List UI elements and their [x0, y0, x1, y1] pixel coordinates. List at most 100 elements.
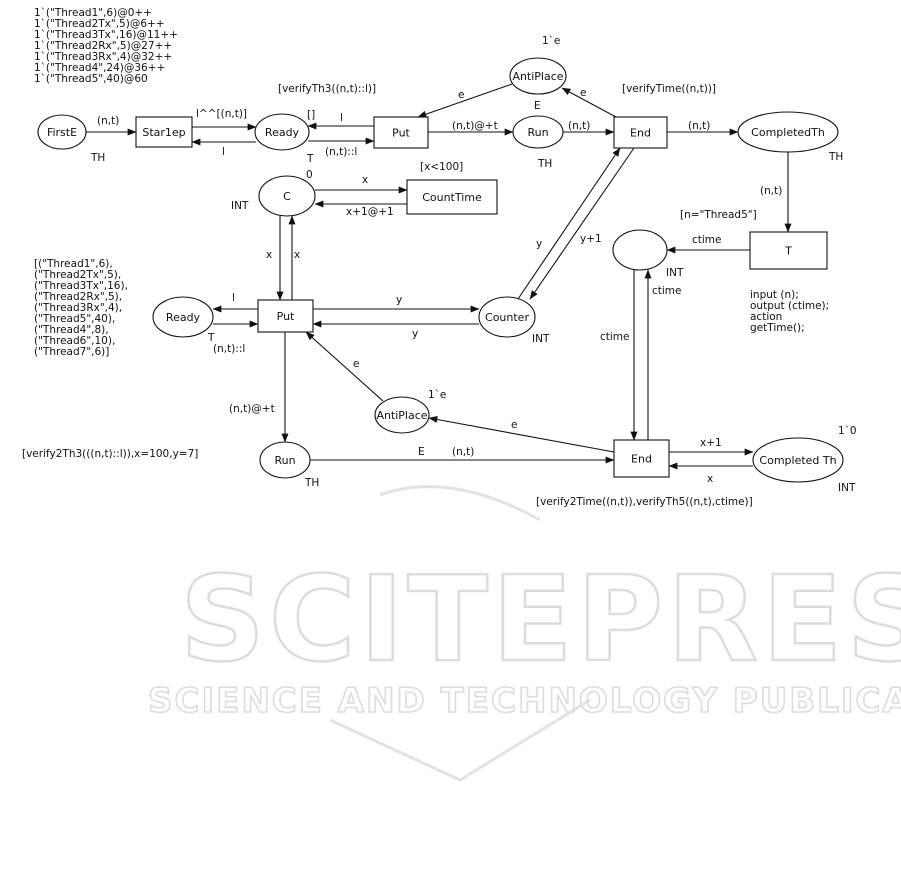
- text-line: output (ctime);: [750, 300, 829, 312]
- text-line: ("Thread6",10),: [34, 335, 115, 347]
- transition-shape: [749, 231, 828, 270]
- arc-end2-antiplace2: [428, 416, 615, 453]
- inscription-label: (n,t): [97, 115, 119, 127]
- place-label: Run: [274, 454, 295, 467]
- transition-shape: [135, 116, 193, 148]
- inscription-label: INT: [838, 482, 856, 494]
- inscription-label: TH: [304, 477, 319, 489]
- place-shape: [478, 296, 536, 338]
- inscription-label: 1`e: [542, 35, 560, 47]
- inscription-label: x: [266, 249, 272, 261]
- place-antiplace1: AntiPlace: [509, 57, 567, 95]
- inscription-label: [n="Thread5"]: [680, 209, 757, 221]
- arc-end-antiplace: [561, 87, 617, 118]
- place-label: C: [283, 190, 291, 203]
- place-shape: [258, 175, 316, 217]
- transition-label: CountTime: [422, 191, 482, 204]
- text-line: 1`("Thread1",6)@0++: [34, 7, 152, 19]
- place-c: C: [258, 175, 316, 217]
- transition-label: End: [631, 453, 652, 466]
- place-ctime-place: [612, 229, 668, 271]
- place-shape: [509, 57, 567, 95]
- transition-shape: [257, 299, 314, 333]
- place-shape: [612, 229, 668, 271]
- text-line: getTime();: [750, 322, 805, 334]
- inscription-label: (n,t)@+t: [229, 403, 275, 415]
- inscription-label: (n,t): [760, 185, 782, 197]
- text-line: 1`("Thread5",40)@60: [34, 73, 148, 85]
- place-label: Ready: [265, 126, 300, 139]
- inscription-label: [verify2Time((n,t)),verifyTh5((n,t),ctim…: [536, 496, 753, 508]
- text-line: 1`("Thread3Rx",4)@32++: [34, 51, 172, 63]
- inscription-label: 1`0: [838, 425, 857, 437]
- place-label: Ready: [166, 311, 201, 324]
- inscription-label: []: [307, 109, 315, 121]
- text-line: [("Thread1",6),: [34, 258, 113, 270]
- transition-label: Put: [277, 310, 295, 323]
- inscription-label: x+1: [700, 437, 722, 449]
- arc-counter-end: [517, 147, 621, 300]
- inscription-label: (n,t): [688, 120, 710, 132]
- inscription-label: ctime: [652, 285, 682, 297]
- inscription-label: l: [222, 146, 225, 158]
- inscription-label: x: [362, 174, 368, 186]
- place-run2: Run: [259, 441, 311, 479]
- initial-marking: 1`("Thread1",6)@0++1`("Thread2Tx",5)@6++…: [34, 7, 178, 85]
- place-shape: [737, 111, 839, 153]
- place-label: Completed Th: [759, 454, 836, 467]
- inscription-label: E: [534, 100, 541, 112]
- inscription-label: E: [418, 446, 425, 458]
- transition-shape: [613, 116, 668, 149]
- inscription-label: x: [294, 249, 300, 261]
- place-label: AntiPlace: [512, 70, 563, 83]
- transition-label: End: [630, 127, 651, 140]
- inscription-label: l: [340, 112, 343, 124]
- transition-put1: Put: [373, 116, 429, 149]
- place-shape: [374, 396, 430, 434]
- arc-antiplace2-put2: [305, 331, 384, 402]
- text-line: ("Thread2Rx",5),: [34, 291, 122, 303]
- text-line: 1`("Thread2Tx",5)@6++: [34, 18, 165, 30]
- text-line: ("Thread2Tx",5),: [34, 269, 121, 281]
- place-label: Counter: [485, 311, 529, 324]
- place-ready2: Ready: [152, 296, 214, 338]
- inscription-label: x+1@+1: [346, 206, 394, 218]
- place-shape: [259, 441, 311, 479]
- inscription-label: TH: [828, 151, 843, 163]
- place-shape: [752, 437, 844, 483]
- place-label: FirstE: [47, 126, 77, 139]
- place-ready1: Ready: [254, 113, 310, 151]
- inscription-label: INT: [231, 200, 249, 212]
- text-line: ("Thread3Tx",16),: [34, 280, 128, 292]
- inscription-label: (n,t): [568, 120, 590, 132]
- place-shape: [152, 296, 214, 338]
- inscription-label: y: [396, 294, 402, 306]
- text-line: 1`("Thread2Rx",5)@27++: [34, 40, 172, 52]
- text-line: 1`("Thread4",24)@36++: [34, 62, 165, 74]
- place-antiplace2: AntiPlace: [374, 396, 430, 434]
- transition-end2: End: [613, 439, 670, 478]
- inscription-label: y+1: [580, 233, 602, 245]
- inscription-label: T: [207, 332, 215, 344]
- inscription-label: e: [511, 419, 517, 431]
- place-label: Run: [527, 126, 548, 139]
- arc-labels: (n,t)THl^^[(n,t)]l[verifyTh3((n,t)::l)][…: [22, 35, 857, 508]
- inscription-label: e: [458, 89, 464, 101]
- transition-put2: Put: [257, 299, 314, 333]
- place-completedth2: Completed Th: [752, 437, 844, 483]
- inscription-label: TH: [90, 152, 105, 164]
- text-line: input (n);: [750, 289, 799, 301]
- inscription-label: [verifyTh3((n,t)::l)]: [278, 83, 376, 95]
- inscription-label: TH: [537, 158, 552, 170]
- inscription-label: y: [536, 238, 542, 250]
- transition-end1: End: [613, 116, 668, 149]
- place-label: CompletedTh: [751, 126, 825, 139]
- text-line: ("Thread7",6)]: [34, 346, 109, 358]
- text-line: action: [750, 311, 782, 323]
- arc-end-counter: [529, 147, 635, 300]
- place-shape: [254, 113, 310, 151]
